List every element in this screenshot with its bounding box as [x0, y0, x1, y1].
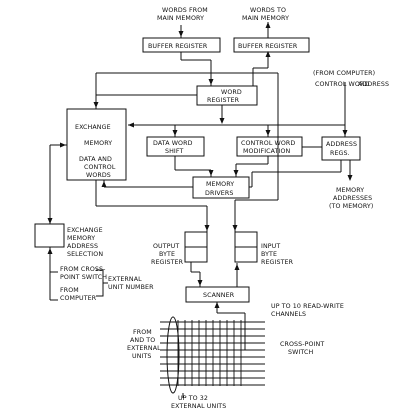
- external-unit-number-label-2: UNIT NUMBER: [108, 284, 154, 291]
- read-write-channels-label-2: CHANNELS: [271, 311, 306, 318]
- arrowheads: [47, 22, 353, 308]
- data-word-shift-label: DATA WORD: [153, 140, 193, 147]
- control-word-modification-label: CONTROL WORD: [241, 140, 295, 147]
- memory-addresses-label: MEMORY: [336, 187, 364, 194]
- exchange-memory-address-selection-label: EXCHANGE: [67, 227, 103, 234]
- crosspoint-switch-grid: [160, 316, 265, 398]
- from-and-to-external-units-label-2: AND TO: [130, 337, 155, 344]
- from-and-to-external-units-label-4: UNITS: [132, 353, 152, 360]
- output-byte-register-label-2: BYTE: [159, 251, 175, 258]
- read-write-channels-label: UP TO 10 READ-WRITE: [271, 303, 344, 310]
- words-to-label-2: MAIN MEMORY: [242, 15, 289, 22]
- scanner-label: SCANNER: [203, 292, 235, 299]
- exchange-memory-label-4: CONTROL: [84, 164, 116, 171]
- crosspoint-switch-label: CROSS-POINT: [280, 341, 324, 348]
- crosspoint-switch-label-2: SWITCH: [288, 349, 313, 356]
- exchange-memory-address-selection-label-2: MEMORY: [67, 235, 95, 242]
- from-and-to-external-units-label: FROM: [133, 329, 152, 336]
- address-regs-label-2: REGS.: [330, 150, 350, 157]
- memory-drivers-label: MEMORY: [206, 181, 234, 188]
- words-from-label-2: MAIN MEMORY: [157, 15, 204, 22]
- up-to-32-external-units-label: UP TO 32: [178, 395, 208, 402]
- word-register-label: WORD: [221, 89, 242, 96]
- memory-drivers-label-2: DRIVERS: [205, 190, 233, 197]
- input-byte-register-label-2: BYTE: [261, 251, 277, 258]
- buffer-register-left-label: BUFFER REGISTER: [148, 43, 208, 50]
- exchange-memory-label-2: MEMORY: [84, 140, 112, 147]
- exchange-memory-address-selection-box: [34, 223, 65, 248]
- exchange-memory-address-selection-label-3: ADDRESS: [67, 243, 98, 250]
- input-byte-register: [234, 231, 258, 263]
- from-crosspoint-switch-label-2: POINT SWITCH: [60, 274, 107, 281]
- exchange-memory-box: [66, 108, 127, 181]
- exchange-memory-address-selection-label-4: SELECTION: [67, 251, 103, 258]
- from-crosspoint-switch-label: FROM CROSS-: [60, 266, 105, 273]
- exchange-memory-label-5: WORDS: [86, 172, 111, 179]
- output-byte-register: [184, 231, 208, 263]
- buffer-register-right-box: [233, 37, 310, 53]
- control-word-address-label: ADDRESS: [358, 81, 389, 88]
- external-units-bracket: [166, 316, 180, 394]
- from-computer-label-2: COMPUTER: [60, 295, 97, 302]
- words-from-label: WORDS FROM: [162, 7, 208, 14]
- exchange-memory-label: EXCHANGE: [75, 124, 111, 131]
- memory-addresses-label-2: ADDRESSES: [333, 195, 372, 202]
- from-and-to-external-units-label-3: EXTERNAL: [127, 345, 161, 352]
- exchange-memory-label-3: DATA AND: [79, 156, 112, 163]
- control-word-label: CONTROL WORD: [315, 81, 369, 88]
- output-byte-register-label: OUTPUT: [153, 243, 179, 250]
- from-computer-top-label: (FROM COMPUTER): [313, 70, 375, 77]
- buffer-register-right-label: BUFFER REGISTER: [238, 43, 298, 50]
- output-byte-register-label-3: REGISTER: [151, 259, 184, 266]
- external-unit-number-label: EXTERNAL: [108, 276, 142, 283]
- data-word-shift-label-2: SHIFT: [165, 148, 184, 155]
- word-register-label-2: REGISTER: [207, 97, 240, 104]
- memory-addresses-label-3: (TO MEMORY): [329, 203, 373, 210]
- words-to-label: WORDS TO: [250, 7, 286, 14]
- up-to-32-external-units-label-2: EXTERNAL UNITS: [171, 403, 226, 410]
- input-byte-register-label: INPUT: [261, 243, 280, 250]
- address-regs-label: ADDRESS: [326, 141, 357, 148]
- control-word-modification-label-2: MODIFICATION: [243, 148, 291, 155]
- input-byte-register-label-3: REGISTER: [261, 259, 294, 266]
- labels: WORDS FROM MAIN MEMORY WORDS TO MAIN MEM…: [60, 7, 389, 410]
- from-computer-label: FROM: [60, 287, 79, 294]
